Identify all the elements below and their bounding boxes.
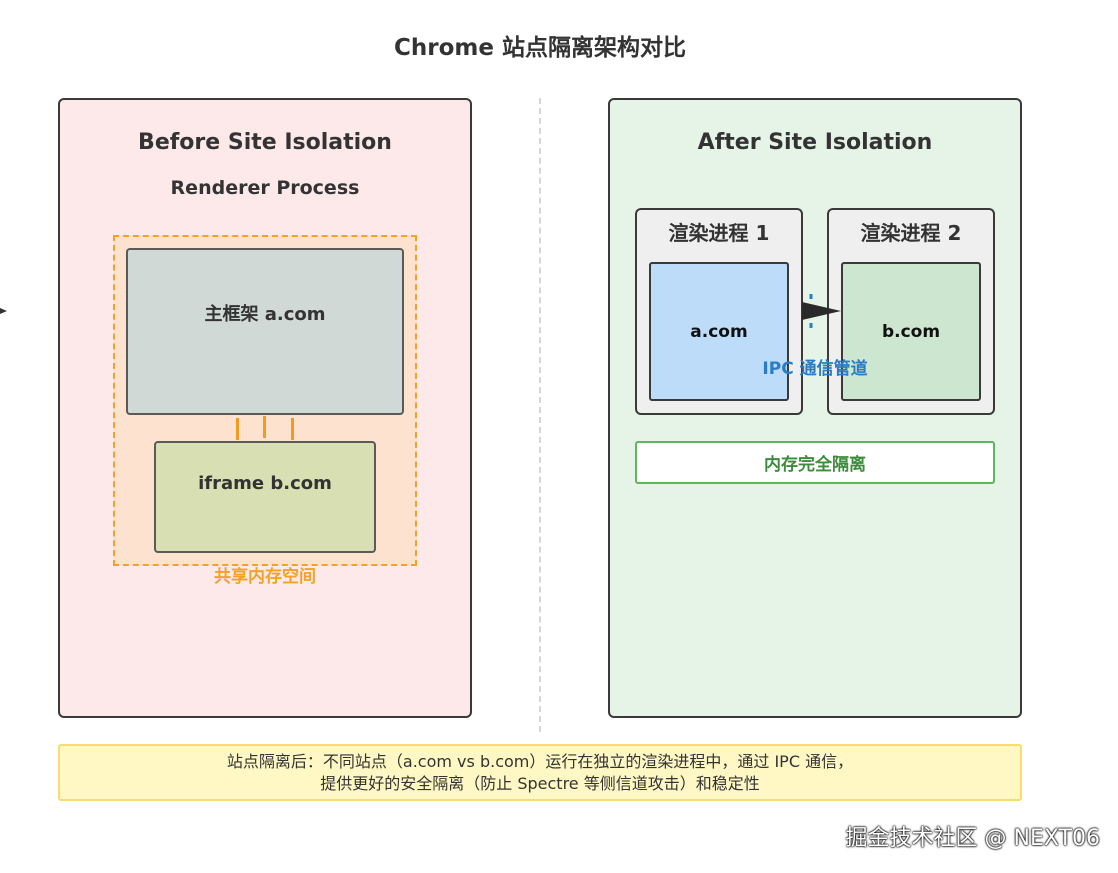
- site-b-box: b.com: [841, 262, 981, 401]
- site-a-box: a.com: [649, 262, 789, 401]
- after-heading: After Site Isolation: [697, 130, 933, 155]
- iframe-label: iframe b.com: [198, 472, 332, 494]
- iframe-box: iframe b.com: [154, 441, 376, 553]
- memory-isolation-box: 内存完全隔离: [635, 441, 995, 484]
- site-b-label: b.com: [881, 321, 941, 342]
- panel-divider: [539, 98, 541, 732]
- renderer-process-label: Renderer Process: [170, 177, 360, 199]
- ipc-label: IPC 通信管道: [762, 359, 868, 379]
- connector-line: [263, 416, 266, 438]
- watermark: 掘金技术社区 @ NEXT06: [845, 826, 1100, 851]
- main-frame-label: 主框架 a.com: [204, 303, 326, 325]
- process-1-label: 渲染进程 1: [668, 221, 770, 245]
- edge-arrow-icon: [0, 308, 7, 314]
- main-frame-box: 主框架 a.com: [126, 248, 404, 415]
- note-line-2: 提供更好的安全隔离（防止 Spectre 等侧信道攻击）和稳定性: [320, 773, 760, 793]
- note-line-1: 站点隔离后：不同站点（a.com vs b.com）运行在独立的渲染进程中，通过…: [226, 751, 854, 771]
- shared-memory-label: 共享内存空间: [214, 567, 316, 587]
- before-heading: Before Site Isolation: [138, 130, 392, 155]
- process-2-label: 渲染进程 2: [860, 221, 962, 245]
- memory-isolation-label: 内存完全隔离: [764, 455, 866, 475]
- site-a-label: a.com: [690, 321, 748, 342]
- explanation-note: 站点隔离后：不同站点（a.com vs b.com）运行在独立的渲染进程中，通过…: [58, 744, 1022, 801]
- connector-line: [291, 418, 294, 440]
- diagram-title: Chrome 站点隔离架构对比: [394, 35, 686, 61]
- ipc-arrow-icon: [802, 294, 841, 328]
- connector-line: [236, 418, 239, 440]
